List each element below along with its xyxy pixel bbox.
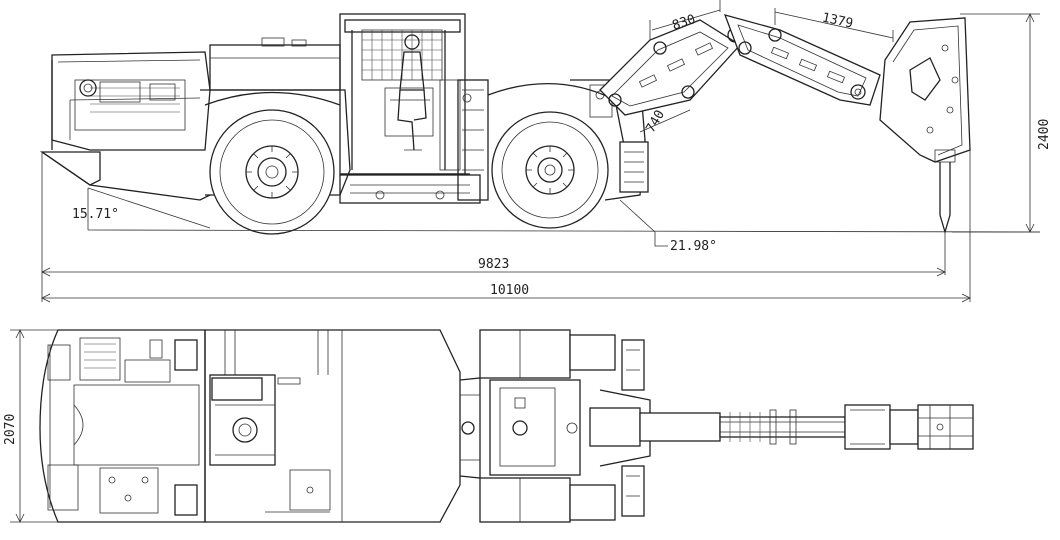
boom-arm-lower (599, 19, 743, 116)
dim-9823: 9823 (478, 257, 509, 272)
middle-section-top (204, 329, 461, 523)
articulation-frame (339, 79, 489, 204)
operator-cabin (339, 13, 470, 175)
rear-chassis-top (39, 329, 206, 523)
articulation-joint-top (459, 377, 481, 479)
boom-top (589, 407, 846, 447)
boom-arm-upper (723, 14, 881, 106)
side-view: 830 1379 740 2400 15.71° 21.98° (39, 0, 1052, 303)
dim-10100: 10100 (490, 283, 529, 298)
operator-figure (384, 34, 434, 151)
dim-front-angle: 21.98° (670, 239, 717, 254)
dim-2070: 2070 (3, 414, 18, 445)
dim-1379: 1379 (821, 10, 855, 31)
front-wheel (487, 83, 626, 229)
dim-830: 830 (670, 12, 697, 34)
top-dimensions: 2070 (3, 329, 58, 523)
breaker-head (879, 17, 971, 235)
breaker-head-top (844, 404, 974, 450)
dim-2400: 2400 (1037, 119, 1052, 150)
dim-740: 740 (643, 108, 668, 136)
side-dimensions: 830 1379 740 2400 15.71° 21.98° (41, 0, 1052, 303)
dim-rear-angle: 15.71° (72, 207, 119, 222)
top-view: 2070 (3, 329, 974, 523)
rear-wheel (204, 91, 341, 235)
front-chassis-top (479, 329, 616, 523)
rear-body (39, 37, 351, 201)
